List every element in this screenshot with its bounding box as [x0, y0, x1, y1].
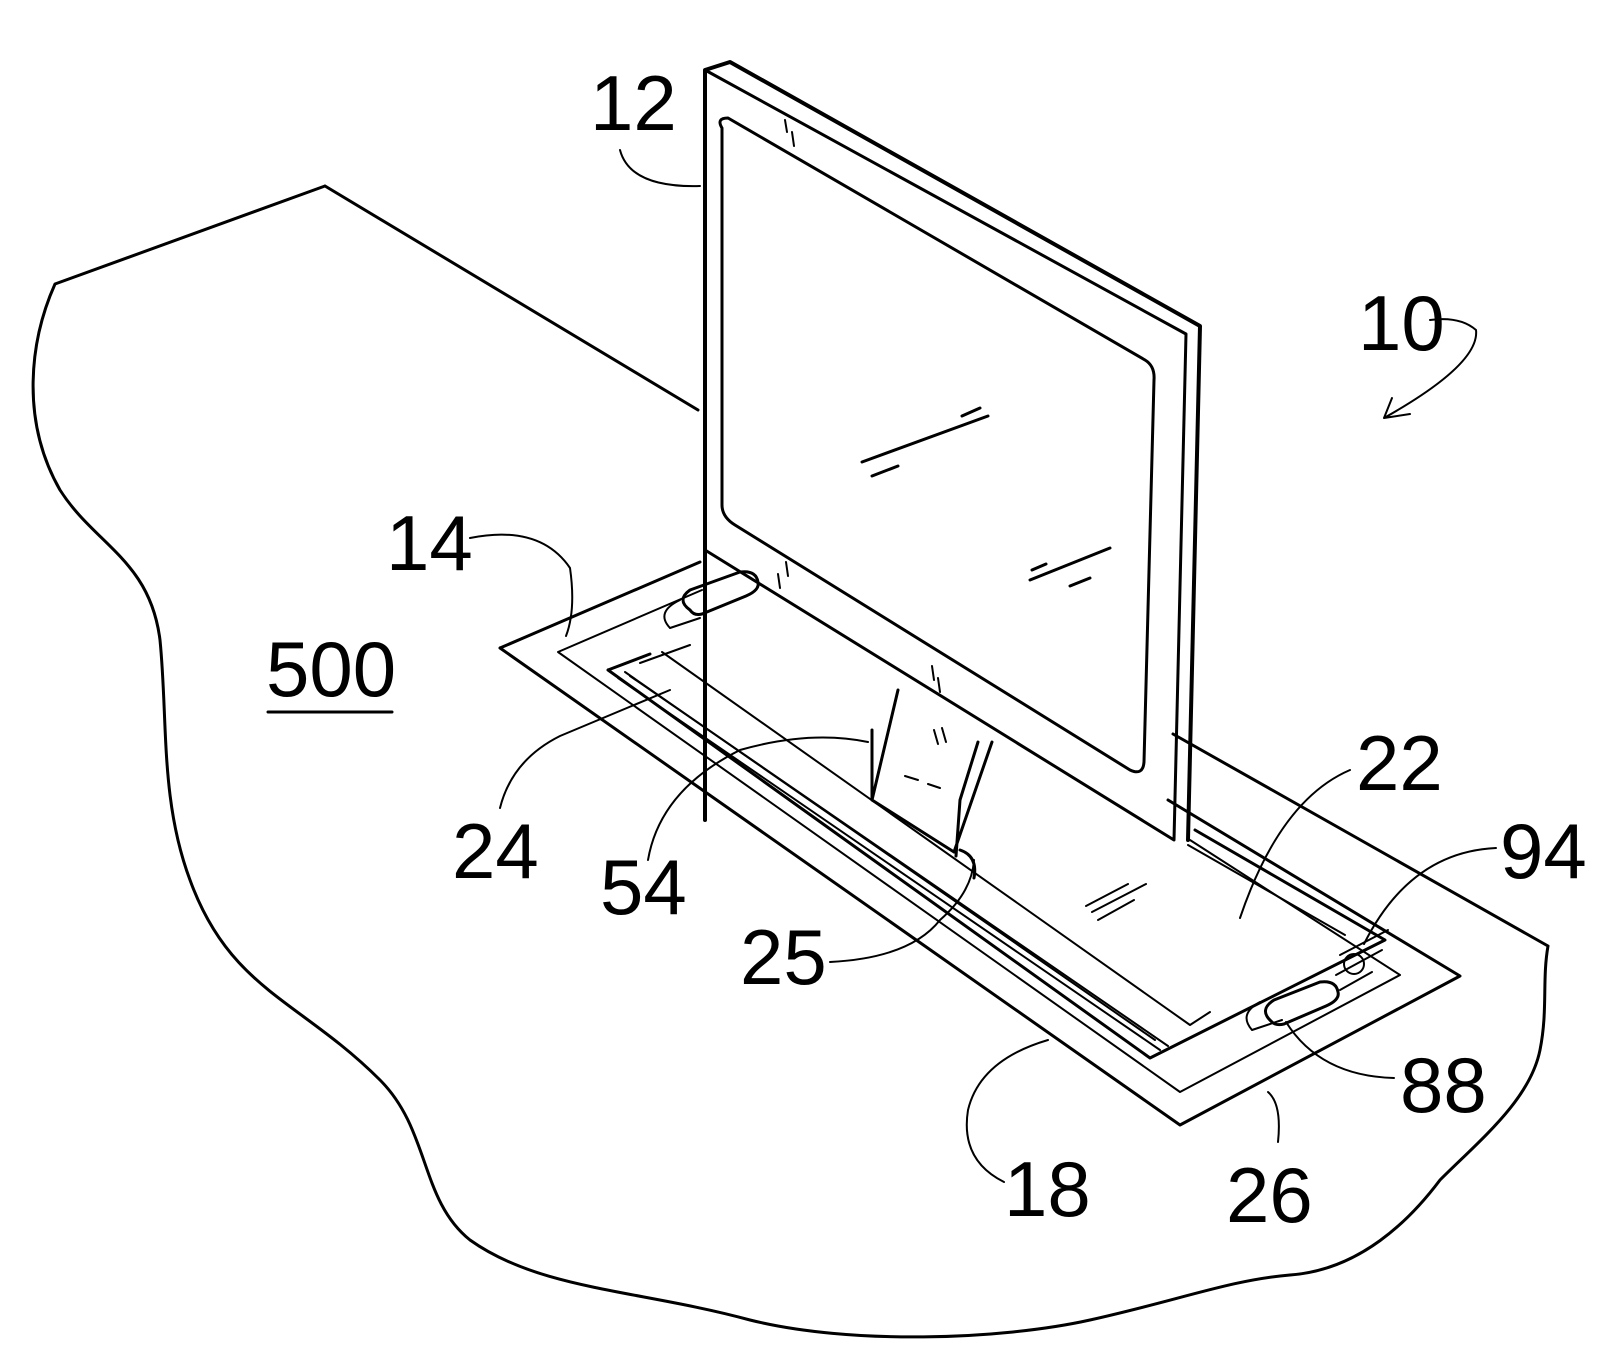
label-22: 22 [1356, 719, 1443, 807]
hinge-marks [778, 120, 940, 692]
monitor-screen [720, 118, 1154, 772]
label-88: 88 [1400, 1041, 1487, 1129]
label-12: 12 [590, 59, 677, 147]
panel-edge-line [640, 645, 1345, 935]
right-latch [1265, 982, 1338, 1025]
panel-marks [1086, 884, 1146, 920]
leader-88 [1286, 1022, 1394, 1078]
label-24: 24 [452, 807, 539, 895]
rail [618, 676, 1168, 1050]
leader-26 [1268, 1092, 1279, 1142]
leader-14 [470, 535, 572, 636]
screen-glare [862, 408, 1110, 586]
label-26: 26 [1226, 1151, 1313, 1239]
label-54: 54 [600, 843, 687, 931]
label-25: 25 [740, 913, 827, 1001]
panel-inner-line [625, 652, 1210, 1040]
label-500: 500 [266, 625, 396, 713]
monitor-back-edge [705, 62, 1200, 840]
stand-marks [905, 728, 946, 788]
leader-25 [830, 860, 974, 962]
label-14: 14 [386, 499, 473, 587]
label-94: 94 [1500, 807, 1587, 895]
label-10: 10 [1358, 279, 1445, 367]
leader-22 [1240, 770, 1350, 918]
monitor-front-face [705, 70, 1186, 840]
surface-outline [33, 186, 1548, 1337]
leader-12 [620, 150, 700, 186]
leader-54 [648, 738, 868, 861]
label-18: 18 [1004, 1145, 1091, 1233]
